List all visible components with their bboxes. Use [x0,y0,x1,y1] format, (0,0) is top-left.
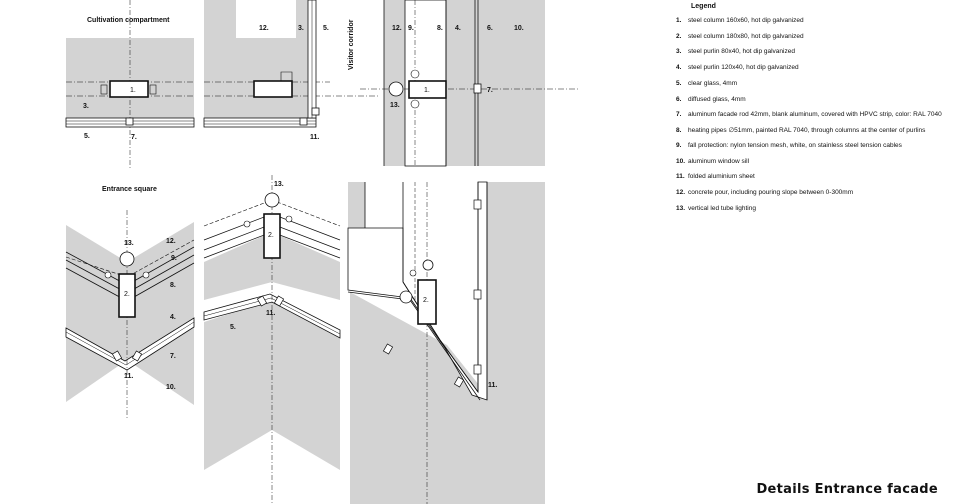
legend-item-number: 6. [676,96,682,103]
label-13: 13. [274,181,284,188]
legend-item-text: clear glass, 4mm [688,80,738,87]
label-1: 1. [424,87,430,94]
legend-item-number: 10. [676,158,686,165]
legend-item: 1. steel column 160x60, hot dip galvanize… [676,17,804,25]
label-cultivation-compartment: Cultivation compartment [87,17,170,24]
label-13: 13. [124,240,134,247]
steel-column-section [109,80,149,98]
detail-visitor-corridor: 12. 9. 8. 4. 6. 10. 1. 7. 13. [360,0,580,167]
legend-item-text: aluminum window sill [688,158,750,165]
legend-item-number: 7. [676,111,682,118]
label-entrance-square: Entrance square [102,186,157,193]
sheet-title: Details Entrance facade [756,482,938,497]
legend-item-text: concrete pour, including pouring slope b… [688,189,854,196]
label-10: 10. [514,25,524,32]
label-11: 11. [266,310,275,317]
label-6: 6. [487,25,493,32]
steel-purlin-section [253,80,293,98]
label-8: 8. [170,282,176,289]
legend-item-number: 1. [676,17,682,24]
label-10: 10. [166,384,176,391]
led-tube-lighting [119,251,135,267]
label-7: 7. [131,134,137,141]
legend-item: 9. fall protection: nylon tension mesh, w… [676,142,902,150]
label-12: 12. [259,25,269,32]
legend-item-text: heating pipes ∅51mm, painted RAL 7040, t… [688,127,926,134]
legend-item: 11.folded aluminium sheet [676,173,755,181]
legend-item: 5. clear glass, 4mm [676,80,737,88]
label-12: 12. [166,238,176,245]
legend-item-text: folded aluminium sheet [688,173,755,180]
label-1: 1. [130,87,136,94]
legend-item-text: steel column 180x80, hot dip galvanized [688,33,804,40]
label-12: 12. [392,25,402,32]
detail-bottom-middle: 13. 2. 5. 11. [203,175,341,504]
legend-item: 7. aluminum facade rod 42mm, blank alumin… [676,111,942,119]
label-8: 8. [437,25,443,32]
legend-item-number: 9. [676,142,682,149]
legend-item: 13.vertical led tube lighting [676,205,756,213]
label-5: 5. [230,324,236,331]
label-2: 2. [423,297,429,304]
label-4: 4. [170,314,176,321]
legend-item: 3. steel purlin 80x40, hot dip galvanized [676,48,795,56]
steel-column-section [118,273,136,318]
steel-column-section [408,80,447,99]
legend-item-text: fall protection: nylon tension mesh, whi… [688,142,902,149]
legend-item: 6. diffused glass, 4mm [676,96,746,104]
legend-item-number: 12. [676,189,686,196]
label-2: 2. [268,232,274,239]
legend-item: 12.concrete pour, including pouring slop… [676,189,853,197]
legend-item-number: 11. [676,173,685,180]
steel-column-section [263,213,281,259]
label-4: 4. [455,25,461,32]
label-9: 9. [171,255,177,262]
legend-item-number: 13. [676,205,686,212]
label-11: 11. [488,382,497,389]
legend-item-text: diffused glass, 4mm [688,96,746,103]
label-11: 11. [124,373,133,380]
label-5: 5. [323,25,329,32]
detail-drawings: Cultivation compartment 1. 3. 5. 7. 12. … [65,0,580,504]
detail-cultivation-compartment: Cultivation compartment 1. 3. 5. 7. [65,0,195,170]
legend-item-text: aluminum facade rod 42mm, blank aluminum… [688,111,942,118]
led-tube-lighting [399,290,413,304]
legend-item-number: 3. [676,48,682,55]
led-tube-lighting [388,81,404,97]
legend-item: 4. steel purlin 120x40, hot dip galvanize… [676,64,799,72]
label-11: 11. [310,134,319,141]
legend-item-number: 4. [676,64,682,71]
label-visitor-corridor: Visitor corridor [348,19,355,70]
legend-item: 2. steel column 180x80, hot dip galvanize… [676,33,804,41]
label-2: 2. [124,291,130,298]
detail-entrance-square: Entrance square 13. 12. 9. 8. 2. 4. 7. 1… [65,186,195,420]
legend-item-text: steel purlin 80x40, hot dip galvanized [688,48,795,55]
legend-item-number: 8. [676,127,682,134]
legend-heading: Legend [691,3,716,10]
legend-item: 10.aluminum window sill [676,158,749,166]
legend-item-number: 2. [676,33,682,40]
legend-item-number: 5. [676,80,682,87]
legend-item-text: steel purlin 120x40, hot dip galvanized [688,64,799,71]
legend-item-text: vertical led tube lighting [688,205,756,212]
label-3: 3. [298,25,304,32]
label-7: 7. [487,87,493,94]
led-tube-lighting [264,192,280,208]
label-5: 5. [84,133,90,140]
label-13: 13. [390,102,400,109]
legend-item: 8. heating pipes ∅51mm, painted RAL 7040,… [676,127,925,135]
label-7: 7. [170,353,176,360]
legend-item-text: steel column 160x60, hot dip galvanized [688,17,804,24]
facade-rod-clip [125,117,134,126]
steel-column-section [417,279,437,325]
label-9: 9. [408,25,414,32]
detail-top-middle: 12. 3. 5. 11. Visitor corridor [203,0,380,141]
detail-bottom-right-corner: 2. 11. [347,181,545,504]
label-3: 3. [83,103,89,110]
